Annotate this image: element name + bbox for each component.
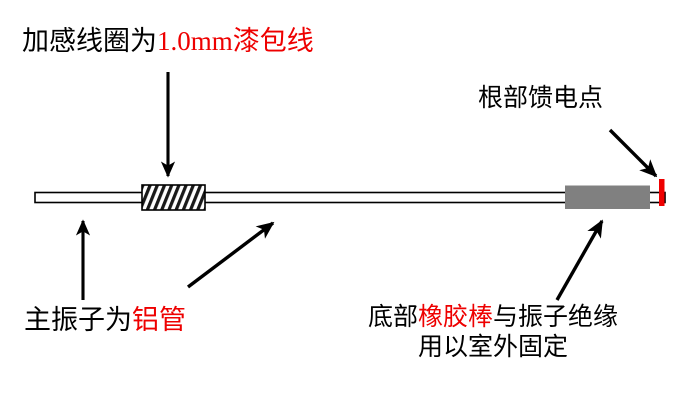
label-rubber-rod-suffix: 与振子绝缘 (493, 304, 619, 331)
label-radiator-prefix: 主振子为 (24, 305, 132, 335)
label-loading-coil: 加感线圈为1.0mm漆包线 (22, 26, 314, 58)
label-rubber-rod-highlight: 橡胶棒 (418, 304, 494, 331)
label-rubber-rod-line2: 用以室外固定 (418, 333, 569, 361)
arrow-to-tube-diagonal (186, 221, 275, 289)
aluminum-tube (34, 191, 666, 204)
label-feed-point: 根部馈电点 (478, 84, 603, 114)
label-rubber-rod-line1: 底部橡胶棒与振子绝缘 (368, 304, 618, 331)
rubber-rod (565, 185, 650, 209)
label-loading-coil-highlight: 1.0mm (157, 26, 233, 56)
label-loading-coil-prefix: 加感线圈为 (22, 26, 157, 56)
label-rubber-rod-prefix: 底部 (368, 304, 419, 331)
label-radiator-highlight: 铝管 (132, 305, 186, 335)
feed-point-marker (659, 179, 665, 206)
arrow-to-rubber-rod (555, 219, 604, 301)
label-radiator: 主振子为铝管 (24, 305, 186, 337)
label-feed-point-text: 根部馈电点 (478, 85, 604, 112)
loading-coil (141, 184, 206, 211)
label-rubber-rod: 底部橡胶棒与振子绝缘 用以室外固定 (368, 303, 618, 362)
label-loading-coil-suffix: 漆包线 (232, 26, 314, 56)
arrow-to-feed-point (608, 128, 658, 178)
